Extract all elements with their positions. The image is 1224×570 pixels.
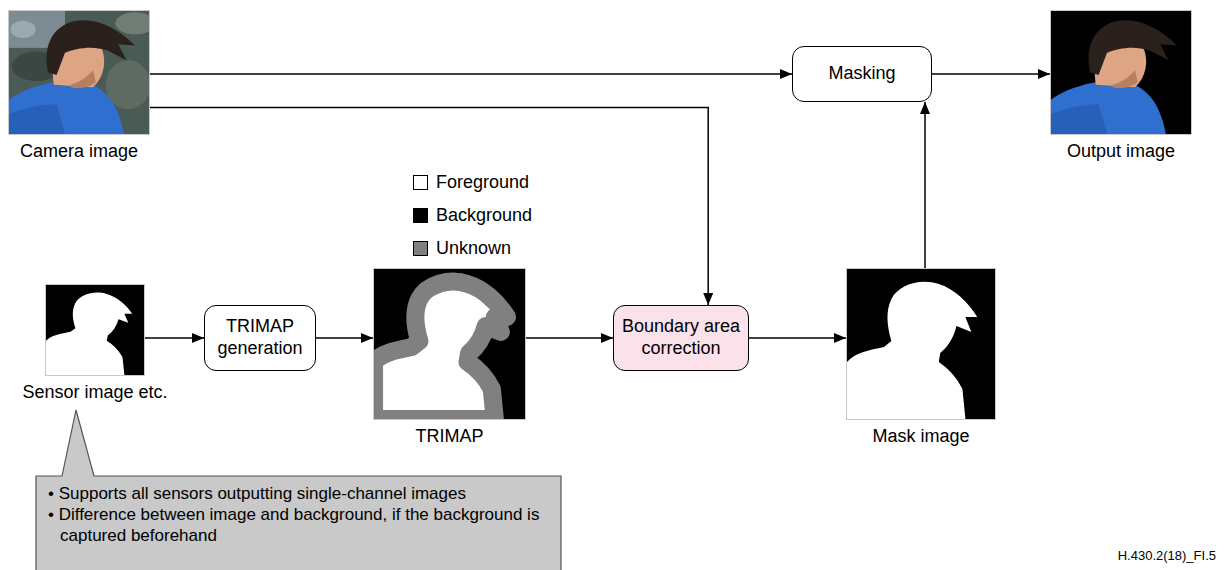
callout-text: • Difference between image and backgroun… [48, 505, 551, 546]
legend-text: Foreground [436, 172, 529, 194]
process-box: Boundary area correction [613, 305, 749, 371]
connector-arrow [526, 337, 613, 339]
callout-box: • Supports all sensors outputting single… [36, 476, 561, 570]
legend-text: Unknown [436, 238, 511, 260]
legend: ForegroundBackgroundUnknown [413, 166, 532, 265]
legend-row: Unknown [413, 232, 532, 265]
output-illustration [1051, 11, 1191, 134]
image-caption: Sensor image etc. [22, 382, 167, 404]
image-caption: Output image [1067, 141, 1175, 163]
legend-swatch [413, 208, 428, 223]
image-caption: TRIMAP [415, 426, 483, 448]
box-label: Boundary area correction [620, 316, 742, 359]
callout-text: • Supports all sensors outputting single… [48, 484, 551, 504]
process-box: TRIMAP generation [204, 305, 316, 371]
box-label: Masking [828, 63, 895, 85]
connector-arrow [150, 73, 792, 75]
legend-swatch [413, 241, 428, 256]
camera-illustration [9, 11, 149, 134]
figure-id: H.430.2(18)_FI.5 [1118, 548, 1216, 564]
process-box: Masking [792, 46, 932, 102]
image-panel: Camera image [8, 10, 150, 135]
connector-arrow [749, 337, 846, 339]
legend-swatch [413, 175, 428, 190]
connector-arrow [316, 337, 373, 339]
legend-text: Background [436, 205, 532, 227]
image-caption: Mask image [872, 426, 969, 448]
connector-arrow [924, 102, 926, 268]
legend-row: Background [413, 199, 532, 232]
image-panel: TRIMAP [373, 268, 526, 420]
mask-illustration [847, 269, 995, 419]
box-label: TRIMAP generation [211, 316, 309, 359]
connector-arrow [145, 337, 204, 339]
image-panel: Mask image [846, 268, 996, 420]
image-caption: Camera image [20, 141, 138, 163]
callout-outline [36, 410, 561, 570]
image-panel: Sensor image etc. [45, 284, 145, 376]
legend-row: Foreground [413, 166, 532, 199]
image-panel: Output image [1050, 10, 1192, 135]
connector-arrow [932, 73, 1050, 75]
trimap-illustration [374, 269, 525, 419]
sensor-illustration [46, 285, 144, 375]
